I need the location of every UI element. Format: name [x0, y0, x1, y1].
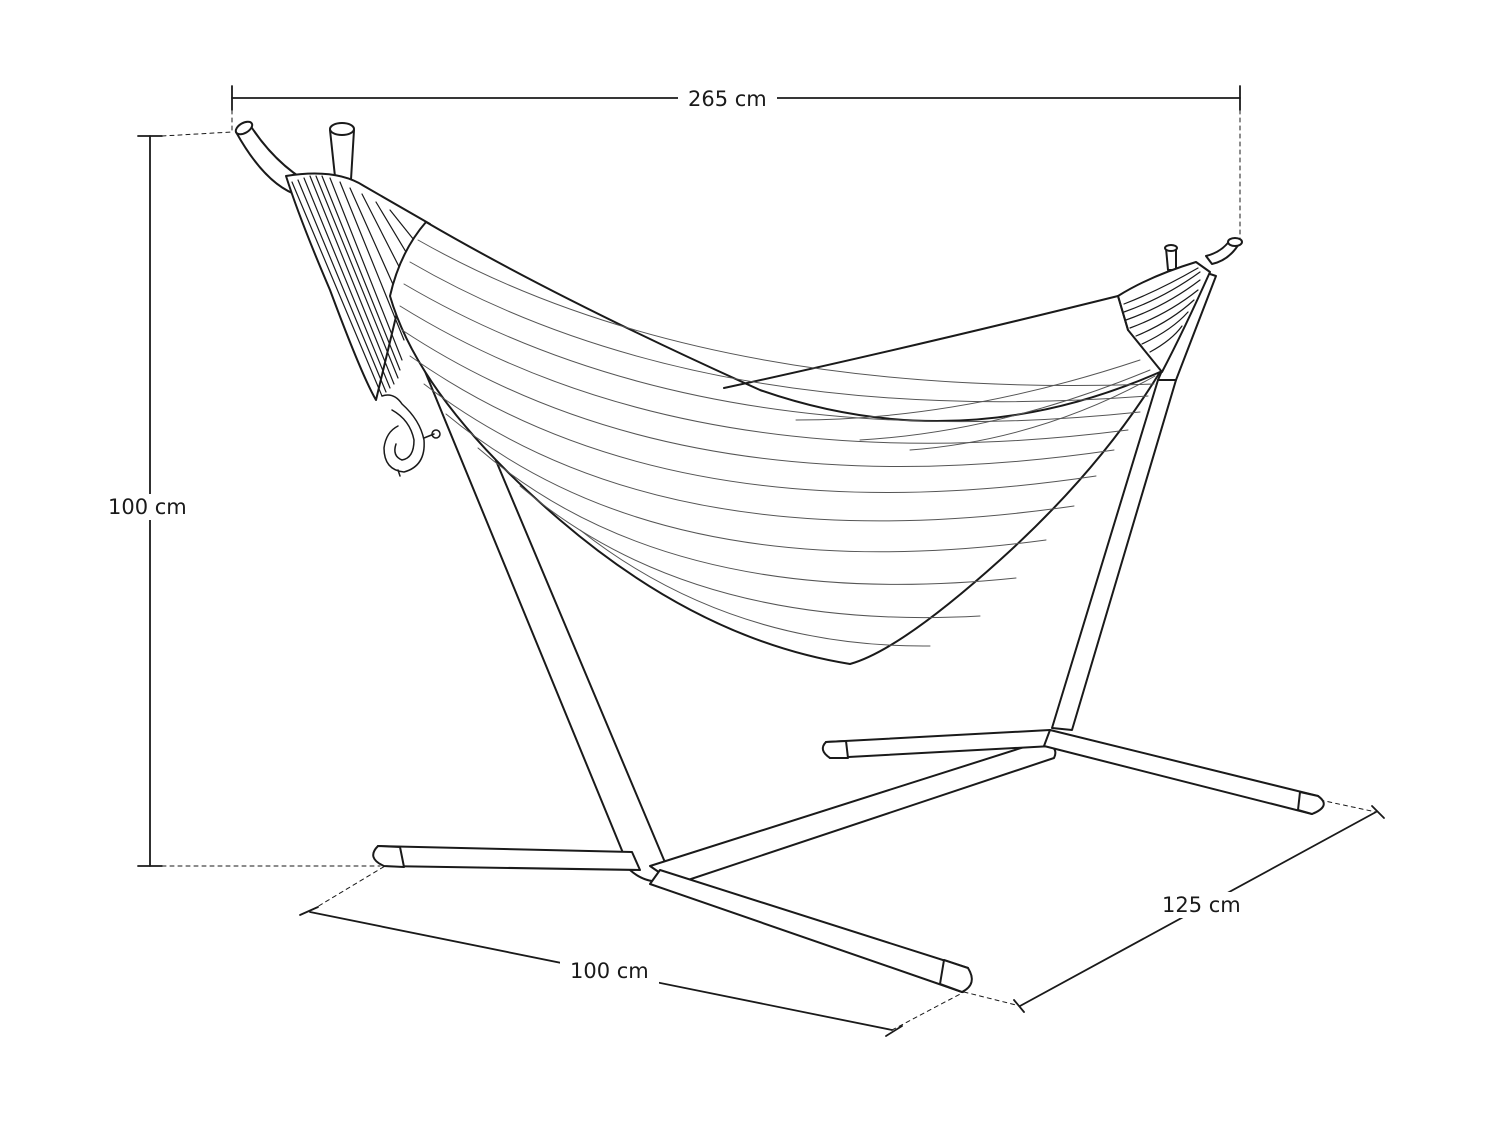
hammock-stripes	[399, 239, 1156, 647]
front-left-foot	[377, 845, 641, 871]
front-left-foot-cap	[372, 845, 405, 868]
dimension-depth-label: 100 cm	[560, 958, 659, 984]
dimension-width-label: 265 cm	[678, 86, 777, 112]
right-rope-bundle	[1117, 261, 1211, 373]
back-right-foot	[1043, 729, 1319, 815]
back-left-foot-cap	[821, 740, 849, 759]
dimension-length-label: 125 cm	[1152, 892, 1251, 918]
back-right-foot-cap	[1297, 791, 1325, 815]
dimension-height-label: 100 cm	[98, 494, 197, 520]
left-rope-coil	[381, 394, 441, 477]
left-rope-bundle	[285, 172, 431, 401]
base-spine	[649, 741, 1057, 885]
front-right-foot	[649, 869, 969, 993]
hammock-back-edge	[723, 295, 1119, 389]
hammock	[285, 172, 1211, 665]
stand-frame	[234, 120, 1325, 993]
front-right-foot-cap	[939, 959, 973, 993]
hammock-fabric	[389, 221, 1161, 665]
